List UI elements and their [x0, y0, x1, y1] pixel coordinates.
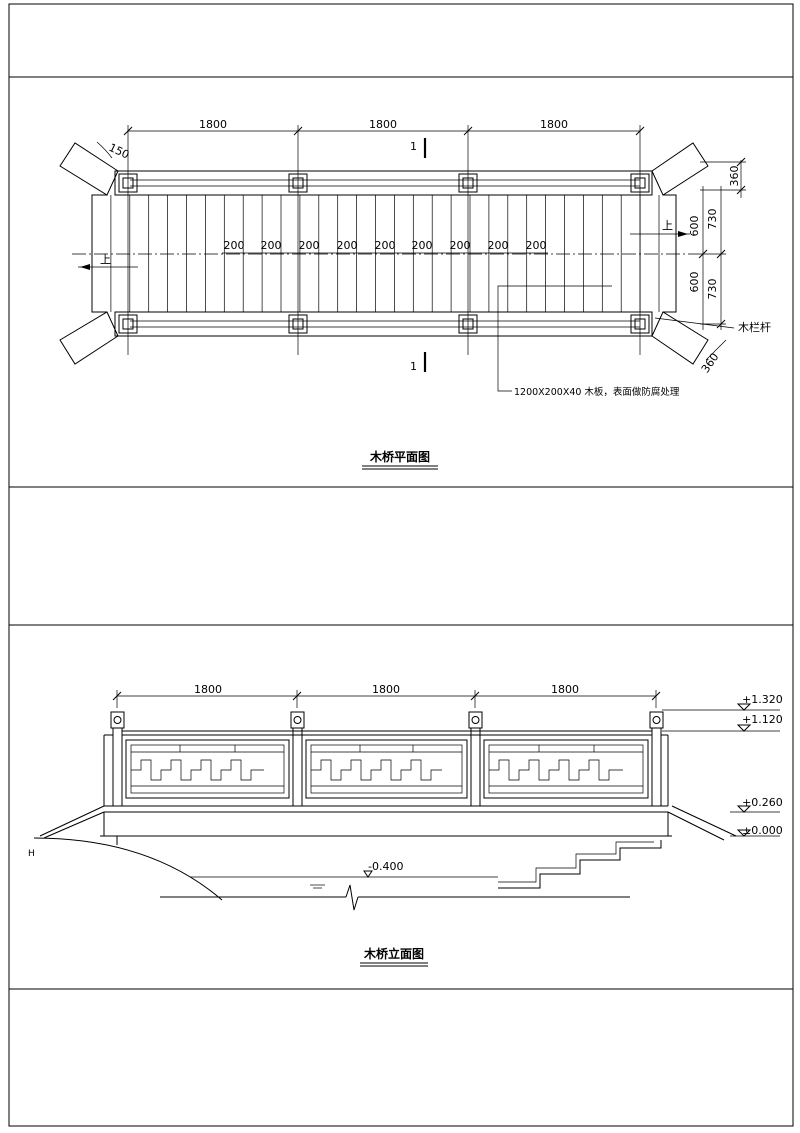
elev-span-1: 1800 — [194, 683, 222, 696]
side-dim-730-bottom: 730 — [706, 279, 719, 300]
plank-note: 1200X200X40 木板，表面做防腐处理 — [514, 386, 680, 398]
plan-side-dimensions: 360 600 730 600 730 360 — [688, 157, 746, 376]
plank-dim-9: 200 — [526, 239, 547, 252]
level-1320: +1.320 — [742, 693, 783, 706]
up-label-right: 上 — [662, 219, 673, 232]
railing-panel-2 — [305, 739, 468, 799]
section-label-top: 1 — [410, 140, 417, 153]
section-marker-bottom: 1 — [410, 352, 427, 373]
bridge-elevation: 1800 1800 1800 — [28, 683, 783, 967]
rail-callout: 木栏杆 — [654, 317, 771, 334]
post-1 — [110, 711, 125, 807]
up-label-left: 上 — [100, 253, 111, 266]
plank-dim-7: 200 — [450, 239, 471, 252]
plank-dim-4: 200 — [337, 239, 358, 252]
elevation-posts — [110, 711, 664, 807]
left-bank: H — [28, 805, 223, 901]
rail-label: 木栏杆 — [738, 320, 771, 334]
plank-dim-2: 200 — [261, 239, 282, 252]
elev-span-3: 1800 — [551, 683, 579, 696]
angle-arc — [96, 141, 113, 159]
plank-width-dims: 200 200 200 200 200 200 200 200 200 — [222, 239, 548, 254]
elev-span-2: 1800 — [372, 683, 400, 696]
plank-dim-6: 200 — [412, 239, 433, 252]
plan-top-dimension: 1800 1800 1800 — [123, 118, 645, 355]
elevation-deck — [100, 805, 672, 845]
sheet-frame — [8, 3, 794, 1127]
post-4 — [649, 711, 664, 807]
post-3 — [468, 711, 483, 807]
elevation-handrails — [103, 730, 669, 806]
plan-span-2: 1800 — [369, 118, 397, 131]
deck-planks — [91, 195, 660, 312]
side-dim-600-top: 600 — [688, 216, 701, 237]
plank-dim-1: 200 — [224, 239, 245, 252]
water-level-label: -0.400 — [368, 860, 403, 873]
plan-posts — [118, 173, 650, 334]
section-label-bottom: 1 — [410, 360, 417, 373]
railing-panels — [125, 739, 649, 799]
level-1120: +1.120 — [742, 713, 783, 726]
side-dim-360-top: 360 — [728, 166, 741, 187]
post-2 — [290, 711, 305, 807]
plan-title: 木桥平面图 — [369, 449, 430, 464]
plank-dim-3: 200 — [299, 239, 320, 252]
side-dim-360-bottom: 360 — [699, 351, 722, 376]
plank-dim-8: 200 — [488, 239, 509, 252]
level-0000: ±0.000 — [742, 824, 783, 837]
plank-dim-5: 200 — [375, 239, 396, 252]
section-marker-top: 1 — [410, 138, 427, 158]
plan-rail-bottom — [114, 311, 653, 337]
plan-span-1: 1800 — [199, 118, 227, 131]
side-dim-730-top: 730 — [706, 209, 719, 230]
elevation-top-dimension: 1800 1800 1800 — [112, 683, 661, 708]
plan-span-3: 1800 — [540, 118, 568, 131]
water-surface: -0.400 — [160, 860, 630, 911]
right-bank — [498, 805, 737, 889]
plan-deck — [91, 194, 677, 313]
elevation-title: 木桥立面图 — [363, 946, 424, 961]
railing-panel-1 — [125, 739, 290, 799]
plan-up-arrow-left: 上 — [78, 253, 138, 270]
left-edge-label: H — [28, 849, 35, 859]
plan-wing-walls — [59, 142, 709, 365]
plank-note-callout: 1200X200X40 木板，表面做防腐处理 — [497, 285, 680, 398]
level-0260: +0.260 — [742, 796, 783, 809]
plan-angle-label: 150 — [107, 141, 132, 162]
elevation-levels: +1.320 +1.120 +0.260 ±0.000 — [662, 693, 783, 837]
plan-up-arrow-right: 上 — [630, 219, 690, 237]
side-dim-600-bottom: 600 — [688, 272, 701, 293]
railing-panel-3 — [483, 739, 649, 799]
bridge-plan: 1800 1800 1800 150 — [59, 118, 771, 470]
plan-rail-top — [114, 170, 653, 196]
